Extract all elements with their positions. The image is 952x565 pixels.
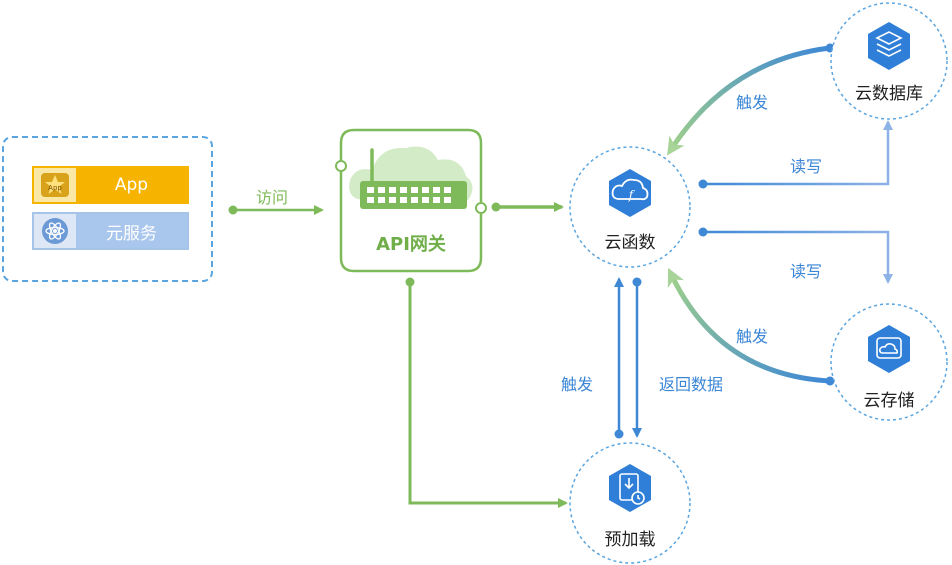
trigger-preload-label: 触发 xyxy=(561,375,593,394)
edge-rw-db: 读写 xyxy=(698,120,893,189)
edge-visit: 访问 xyxy=(228,188,324,215)
node-cloud-function[interactable]: f 云函数 xyxy=(569,146,691,268)
cloud-function-icon: f xyxy=(611,178,649,202)
trigger-db-label: 触发 xyxy=(736,93,768,112)
meta-service-client[interactable]: 元服务 xyxy=(32,212,189,250)
edge-trigger-db: 触发 xyxy=(667,43,835,156)
node-cloud-storage[interactable]: 云存储 xyxy=(830,303,948,421)
edge-gateway-preload xyxy=(405,277,568,508)
api-gateway[interactable]: API网关 xyxy=(335,128,487,273)
client-group xyxy=(2,136,213,282)
trigger-storage-label: 触发 xyxy=(736,327,768,346)
storage-cloud-icon xyxy=(876,337,902,359)
rw-storage-label: 读写 xyxy=(790,262,822,281)
meta-service-label: 元服务 xyxy=(76,212,189,250)
edge-return-data: 返回数据 xyxy=(632,277,723,438)
database-label: 云数据库 xyxy=(855,84,923,104)
storage-label: 云存储 xyxy=(864,391,915,411)
app-icon: App xyxy=(32,166,76,204)
database-layers-icon xyxy=(875,31,903,57)
atom-icon xyxy=(32,212,76,250)
svg-text:f: f xyxy=(628,188,636,202)
preload-label: 预加载 xyxy=(605,530,656,550)
node-cloud-database[interactable]: 云数据库 xyxy=(830,2,948,120)
edge-rw-storage: 读写 xyxy=(698,227,893,284)
function-label: 云函数 xyxy=(605,233,656,253)
edge-trigger-preload: 触发 xyxy=(561,277,624,439)
visit-label: 访问 xyxy=(256,188,288,207)
router-icon xyxy=(360,148,467,209)
edge-gateway-function xyxy=(491,202,564,212)
gateway-label: API网关 xyxy=(376,233,446,255)
download-clock-icon xyxy=(619,473,645,505)
node-preload[interactable]: 预加载 xyxy=(569,442,691,564)
app-label: App xyxy=(76,166,189,204)
rw-db-label: 读写 xyxy=(790,157,822,176)
app-client[interactable]: App App xyxy=(32,166,189,204)
return-data-label: 返回数据 xyxy=(659,375,723,394)
edge-trigger-storage: 触发 xyxy=(667,267,835,386)
svg-text:App: App xyxy=(48,184,62,192)
